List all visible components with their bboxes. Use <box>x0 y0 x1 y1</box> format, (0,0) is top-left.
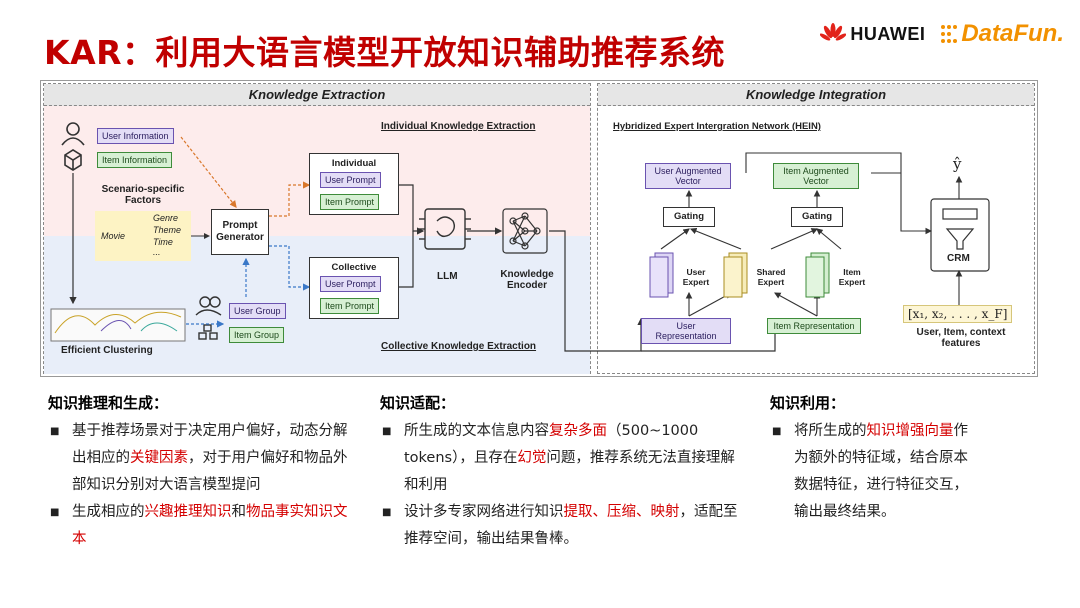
collective-item-prompt: Item Prompt <box>320 298 380 314</box>
bullet-text: 和 <box>231 504 247 520</box>
item-information-tag: Item Information <box>97 152 173 168</box>
user-expert-label: User Expert <box>682 267 710 287</box>
column-heading: 知识利用： <box>770 394 846 412</box>
highlight-text: 兴趣推理知识 <box>144 504 232 520</box>
bullet-text: 将所生成的 <box>794 423 867 439</box>
scenario-factors-label: Scenario-specific Factors <box>101 184 185 206</box>
column-heading: 知识适配： <box>380 394 456 412</box>
column-reasoning: 知识推理和生成： 基于推荐场景对于决定用户偏好，动态分解出相应的关键因素，对于用… <box>48 392 348 553</box>
knowledge-encoder-network-icon <box>502 208 548 254</box>
item-cube-icon <box>64 149 82 171</box>
column-heading: 知识推理和生成： <box>48 394 169 412</box>
collective-box-title: Collective <box>331 262 377 273</box>
datafun-wordmark: DataFun. <box>961 20 1064 47</box>
bullet-text: 生成相应的 <box>72 504 145 520</box>
item-augmented-vector: Item Augmented Vector <box>773 163 859 189</box>
column-utilization: 知识利用： 将所生成的知识增强向量作为额外的特征域，结合原本数据特征，进行特征交… <box>770 392 970 526</box>
bullet-text: ，适配至推荐空间，输出结果鲁棒。 <box>404 504 738 547</box>
item-group-tag: Item Group <box>229 327 285 343</box>
bullet-text: 作为额外的特征域，结合原本数据特征，进行特征交互，输出最终结果。 <box>794 423 968 520</box>
bullet-list: 基于推荐场景对于决定用户偏好，动态分解出相应的关键因素，对于用户偏好和物品外部知… <box>48 418 348 553</box>
highlight-text: 关键因素 <box>130 450 188 466</box>
highlight-text: 复杂多面 <box>549 423 607 439</box>
user-representation: User Representation <box>641 318 731 344</box>
item-expert-stack-icon <box>805 252 830 298</box>
features-label: User, Item, context features <box>916 327 1006 349</box>
column-adaptation: 知识适配： 所生成的文本信息内容复杂多面（500~1000 tokens），且存… <box>380 392 740 553</box>
bullet-text: ，对于用户偏好和物品外部知识分别对大语言模型提问 <box>72 450 348 493</box>
user-group-icon <box>195 296 222 316</box>
highlight-text: 物品事实知识文本 <box>72 504 348 547</box>
hein-title: Hybridized Expert Intergration Network (… <box>613 121 821 132</box>
huawei-wordmark: HUAWEI <box>850 23 926 44</box>
movie-factors-box <box>95 211 191 261</box>
user-gating-box: Gating <box>663 207 715 227</box>
diagram-connectors <box>50 122 990 352</box>
integration-panel: Knowledge Integration <box>597 83 1035 374</box>
highlight-text: 知识增强向量 <box>866 423 954 439</box>
factor-theme: Theme <box>153 225 182 235</box>
user-information-tag: User Information <box>97 128 174 144</box>
bullet-text: （500~1000 tokens），且存在 <box>404 423 699 466</box>
clustering-plot-icon <box>50 308 186 342</box>
kar-architecture-diagram: Knowledge Extraction Knowledge Integrati… <box>40 80 1038 377</box>
factor-genre: Genre <box>153 213 179 223</box>
bullet-item: 所生成的文本信息内容复杂多面（500~1000 tokens），且存在幻觉问题，… <box>380 418 740 499</box>
bullet-item: 将所生成的知识增强向量作为额外的特征域，结合原本数据特征，进行特征交互，输出最终… <box>770 418 970 526</box>
bullet-item: 设计多专家网络进行知识提取、压缩、映射，适配至推荐空间，输出结果鲁棒。 <box>380 499 740 553</box>
individual-box-title: Individual <box>331 158 377 169</box>
collective-box: Collective User Prompt Item Prompt <box>309 257 399 319</box>
user-augmented-vector: User Augmented Vector <box>645 163 731 189</box>
slide-title: KAR：利用大语言模型开放知识辅助推荐系统 <box>44 33 726 72</box>
individual-extraction-title: Individual Knowledge Extraction <box>381 121 536 132</box>
features-formula: [x₁, x₂, . . . , x_F] <box>903 305 1013 323</box>
individual-item-prompt: Item Prompt <box>320 194 380 210</box>
collective-extraction-title: Collective Knowledge Extraction <box>381 341 537 352</box>
bullet-item: 生成相应的兴趣推理知识和物品事实知识文本 <box>48 499 348 553</box>
logos: HUAWEI DataFun. <box>820 20 1064 48</box>
datafun-dots-icon <box>941 25 958 43</box>
llm-chip-icon <box>419 208 471 250</box>
item-gating-box: Gating <box>791 207 843 227</box>
integration-header: Knowledge Integration <box>598 84 1034 106</box>
huawei-flower-icon <box>820 23 847 41</box>
factor-more: ... <box>153 247 161 257</box>
crm-model-icon <box>930 198 990 272</box>
item-group-icon <box>198 324 218 340</box>
bullet-item: 基于推荐场景对于决定用户偏好，动态分解出相应的关键因素，对于用户偏好和物品外部知… <box>48 418 348 499</box>
user-group-tag: User Group <box>229 303 286 319</box>
bullet-list: 将所生成的知识增强向量作为额外的特征域，结合原本数据特征，进行特征交互，输出最终… <box>770 418 970 526</box>
llm-label: LLM <box>437 271 458 282</box>
factor-time: Time <box>153 237 173 247</box>
shared-expert-stack-icon <box>723 252 748 298</box>
user-expert-stack-icon <box>649 252 674 298</box>
bullet-text: 设计多专家网络进行知识 <box>404 504 564 520</box>
movie-label: Movie <box>101 231 126 241</box>
bullet-list: 所生成的文本信息内容复杂多面（500~1000 tokens），且存在幻觉问题，… <box>380 418 740 553</box>
knowledge-encoder-label: Knowledge Encoder <box>500 269 554 291</box>
crm-label: CRM <box>947 253 970 264</box>
item-representation: Item Representation <box>767 318 861 334</box>
collective-user-prompt: User Prompt <box>320 276 381 292</box>
individual-box: Individual User Prompt Item Prompt <box>309 153 399 215</box>
datafun-logo: DataFun. <box>939 20 1064 48</box>
user-person-icon <box>61 122 85 146</box>
individual-user-prompt: User Prompt <box>320 172 381 188</box>
item-expert-label: Item Expert <box>838 267 866 287</box>
y-hat-label: ŷ <box>953 155 962 173</box>
efficient-clustering-label: Efficient Clustering <box>61 345 153 356</box>
prompt-generator-box: Prompt Generator <box>211 209 269 255</box>
bullet-text: 基于推荐场景对于决定用户偏好，动态分解出相应的 <box>72 423 348 466</box>
bullet-text: 问题，推荐系统无法直接理解和利用 <box>404 450 735 493</box>
huawei-logo: HUAWEI <box>820 23 925 45</box>
shared-expert-label: Shared Expert <box>756 267 786 287</box>
extraction-header: Knowledge Extraction <box>44 84 590 106</box>
highlight-text: 幻觉 <box>517 450 547 466</box>
highlight-text: 提取、压缩、映射 <box>563 504 680 520</box>
bullet-text: 所生成的文本信息内容 <box>404 423 549 439</box>
